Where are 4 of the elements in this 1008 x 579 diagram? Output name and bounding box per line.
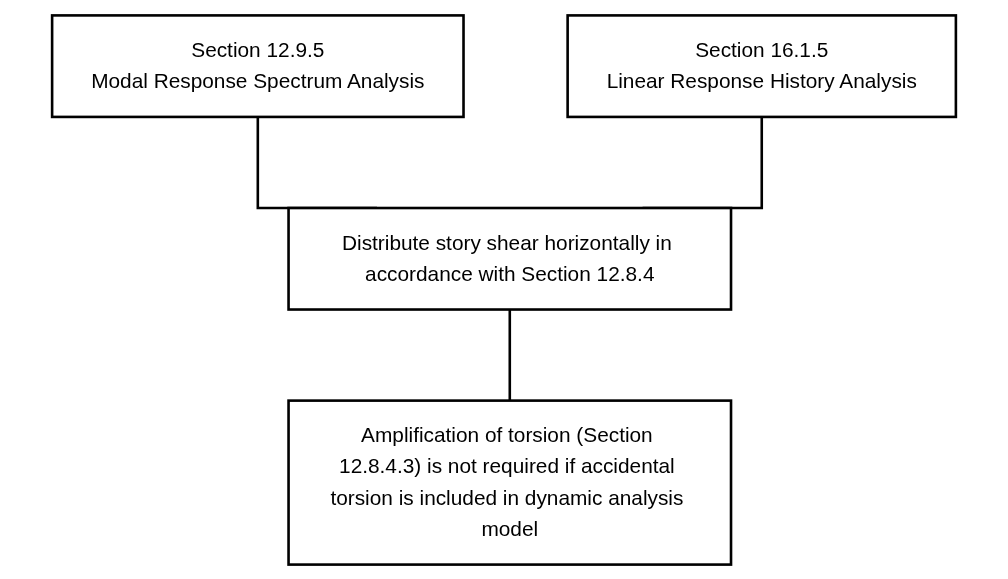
node-box: Distribute story shear horizontally in accordance with Section 12.8.4 bbox=[287, 206, 733, 311]
node-box: Amplification of torsion (Section 12.8.4.3) is not required if accidental torsion is included in dynamic analysis model bbox=[287, 398, 733, 566]
node-box: Section 12.9.5 Modal Response Spectrum Analysis bbox=[50, 13, 465, 118]
node-box: Section 16.1.5 Linear Response History Analysis bbox=[566, 13, 958, 118]
